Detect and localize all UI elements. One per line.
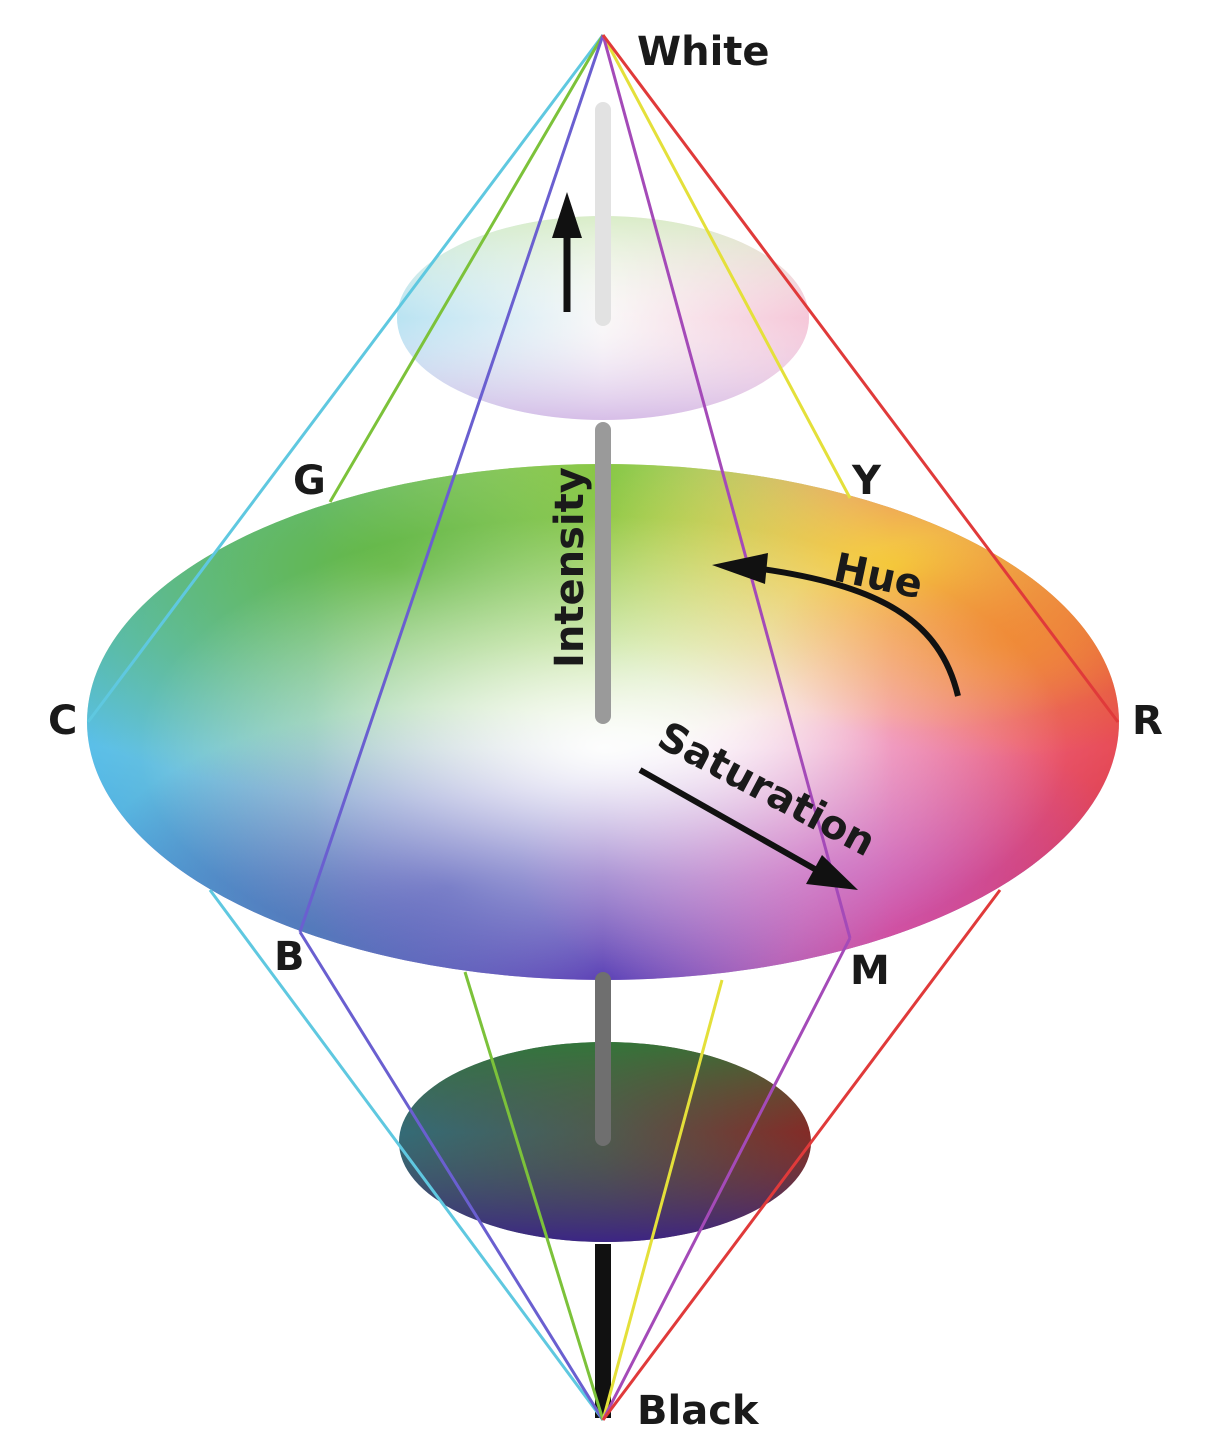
intensity-label: Intensity bbox=[547, 467, 593, 668]
saturation-arrow bbox=[638, 767, 858, 890]
white-to-cyan-line bbox=[86, 34, 605, 723]
magenta-label: M bbox=[850, 948, 890, 994]
hue-arrow bbox=[712, 553, 961, 697]
white-to-blue-line bbox=[298, 34, 605, 933]
white-to-magenta-line bbox=[601, 34, 852, 939]
black-label: Black bbox=[637, 1388, 760, 1434]
white-to-green-line bbox=[328, 34, 605, 503]
green-label: G bbox=[293, 458, 326, 504]
black-to-green-line bbox=[463, 971, 605, 1421]
cyan-label: C bbox=[48, 698, 77, 744]
white-to-yellow-line bbox=[601, 34, 852, 499]
blue-label: B bbox=[274, 934, 305, 980]
upper-cone-lines bbox=[86, 34, 1120, 939]
white-label: White bbox=[637, 29, 770, 75]
black-to-magenta-line bbox=[601, 937, 852, 1421]
black-to-yellow-line bbox=[601, 979, 724, 1421]
intensity-arrow bbox=[552, 192, 582, 312]
black-to-red-line bbox=[601, 889, 1002, 1421]
red-label: R bbox=[1132, 698, 1163, 744]
black-to-blue-line bbox=[298, 931, 605, 1421]
white-to-red-line bbox=[601, 34, 1120, 723]
lower-cone-lines bbox=[208, 889, 1002, 1421]
yellow-label: Y bbox=[851, 458, 882, 504]
black-to-cyan-line bbox=[208, 889, 605, 1421]
